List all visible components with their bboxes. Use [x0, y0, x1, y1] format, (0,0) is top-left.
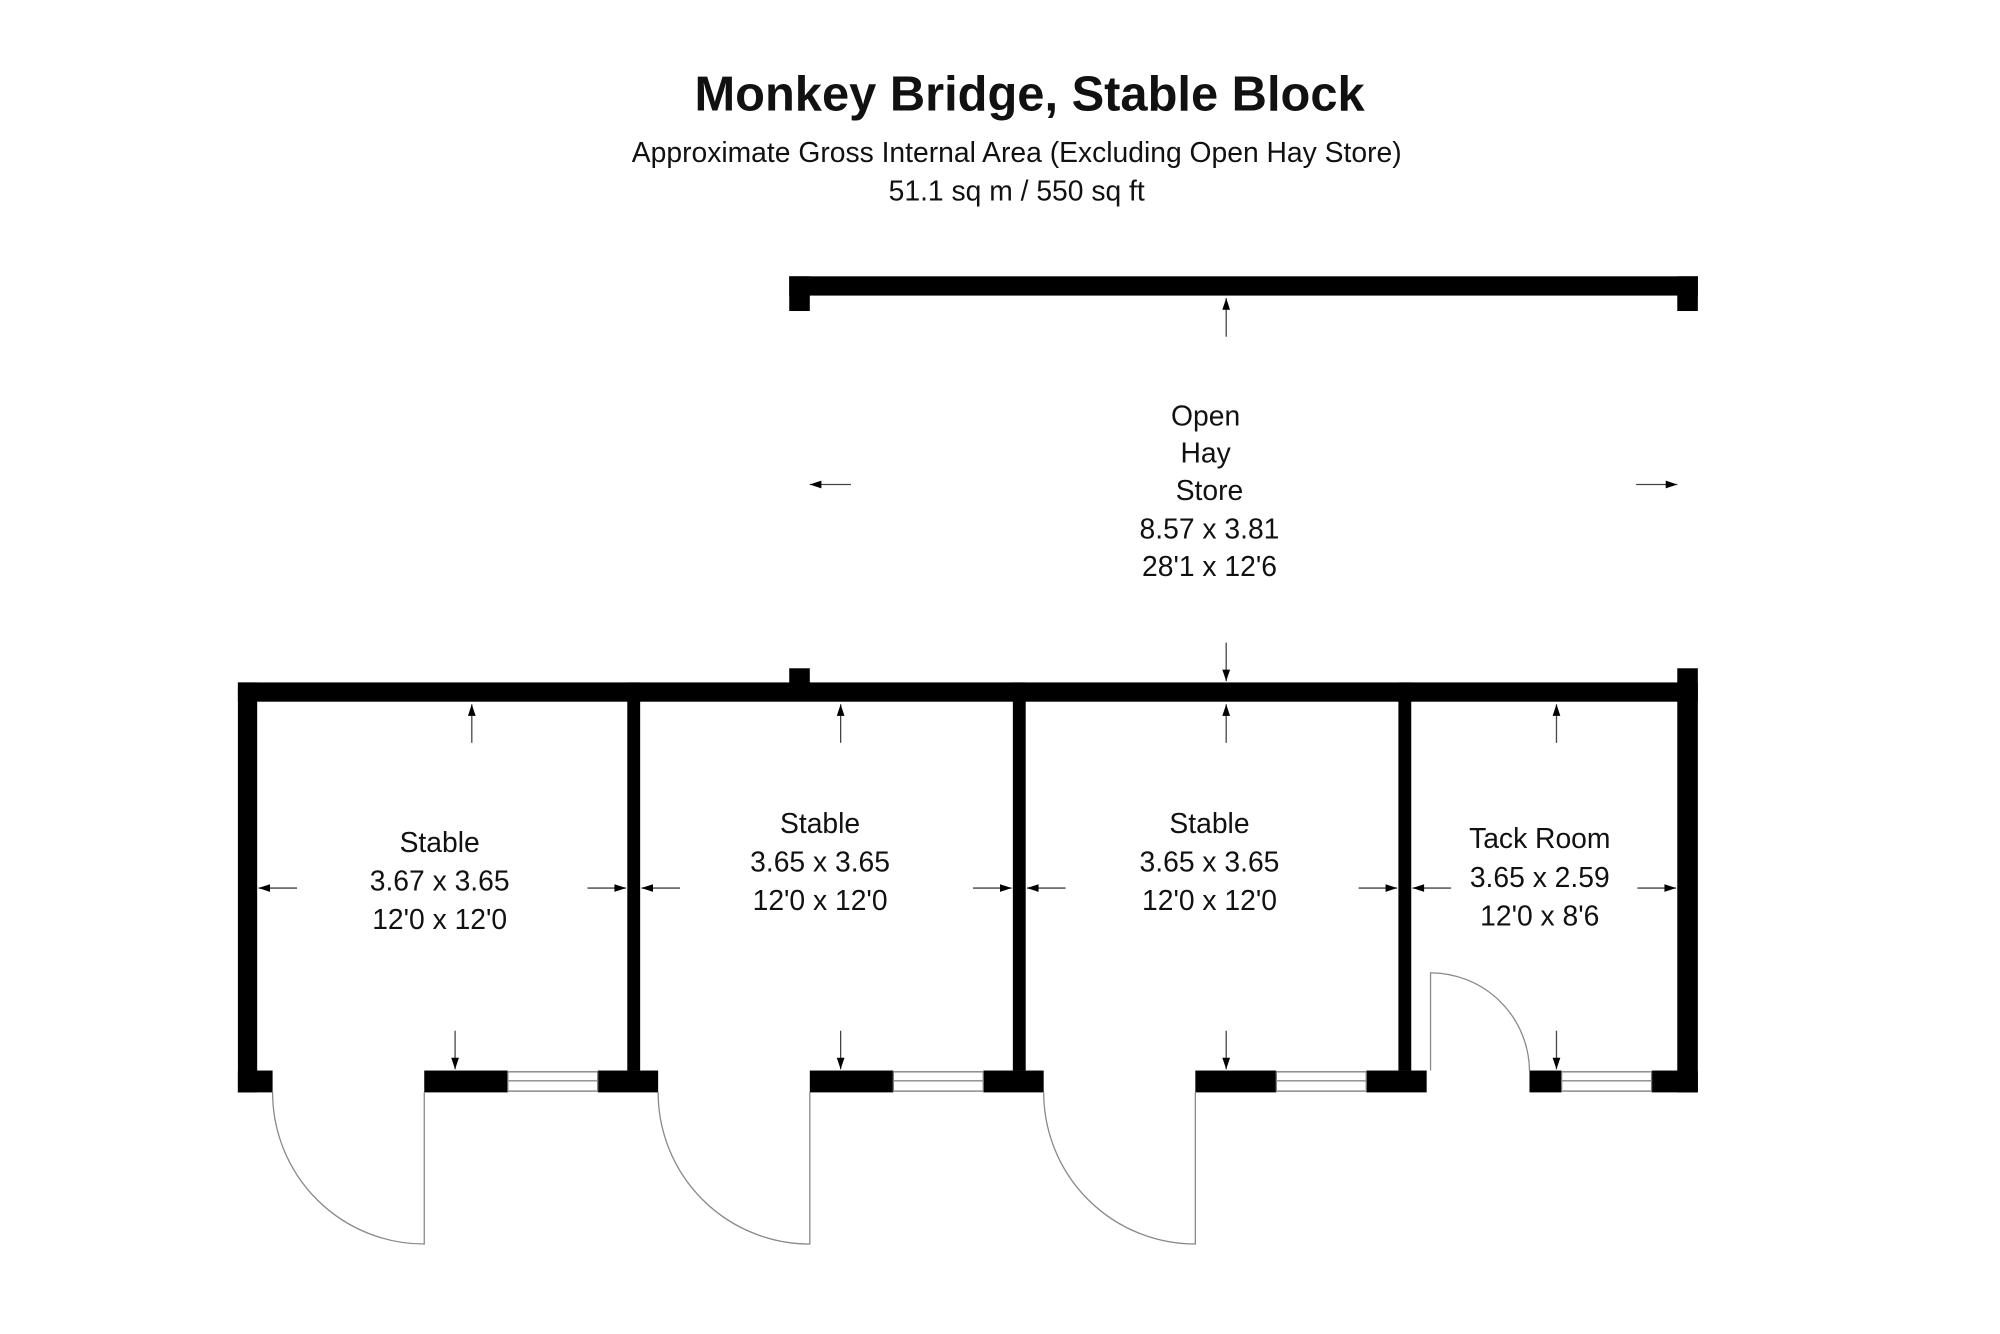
dimension-arrows — [258, 298, 1678, 1070]
room-name: Stable — [1169, 807, 1249, 839]
room-metric: 3.65 x 3.65 — [1140, 845, 1280, 877]
room-name: Open — [1171, 399, 1240, 431]
plan-subtitle: Approximate Gross Internal Area (Excludi… — [632, 136, 1402, 168]
room-open-hay-store: Open Hay Store 8.57 x 3.81 28'1 x 12'6 — [1140, 399, 1280, 581]
room-metric: 3.65 x 3.65 — [750, 845, 890, 877]
windows — [507, 1071, 1653, 1092]
room-stable-1: Stable 3.67 x 3.65 12'0 x 12'0 — [370, 826, 510, 935]
room-imperial: 28'1 x 12'6 — [1142, 550, 1277, 582]
room-metric: 3.65 x 2.59 — [1470, 861, 1610, 893]
room-metric: 8.57 x 3.81 — [1140, 512, 1280, 544]
plan-title: Monkey Bridge, Stable Block — [694, 68, 1365, 122]
doors — [271, 972, 1531, 1245]
room-imperial: 12'0 x 12'0 — [372, 903, 507, 935]
room-stable-2: Stable 3.65 x 3.65 12'0 x 12'0 — [750, 807, 890, 916]
room-name: Stable — [400, 826, 480, 858]
room-imperial: 12'0 x 12'0 — [1142, 884, 1277, 916]
plan-area: 51.1 sq m / 550 sq ft — [889, 174, 1145, 206]
room-name-line3: Store — [1176, 474, 1244, 506]
room-name-line2: Hay — [1180, 437, 1231, 469]
room-name: Tack Room — [1469, 822, 1610, 854]
room-tack-room: Tack Room 3.65 x 2.59 12'0 x 8'6 — [1469, 822, 1610, 931]
room-imperial: 12'0 x 12'0 — [753, 884, 888, 916]
room-stable-3: Stable 3.65 x 3.65 12'0 x 12'0 — [1140, 807, 1280, 916]
walls — [237, 276, 1698, 1093]
room-name: Stable — [780, 807, 860, 839]
room-metric: 3.67 x 3.65 — [370, 865, 510, 897]
room-imperial: 12'0 x 8'6 — [1480, 899, 1599, 931]
